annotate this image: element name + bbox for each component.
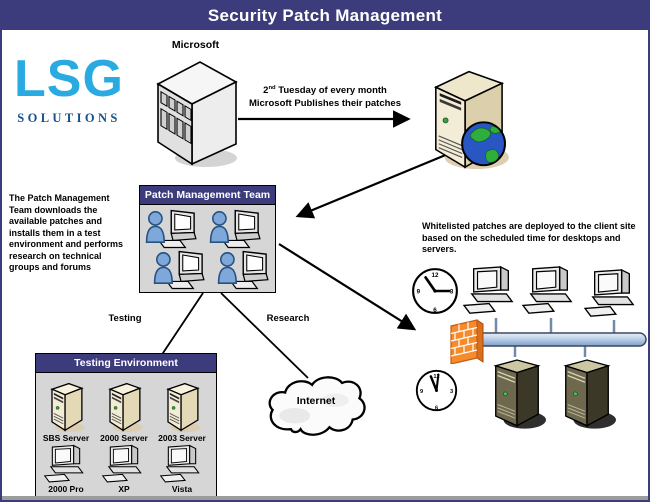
- microsoft-label: Microsoft: [171, 39, 220, 51]
- team-member-icon: [208, 207, 266, 251]
- svg-text:6: 6: [435, 405, 438, 411]
- web-server-icon: [433, 70, 509, 170]
- client-desktop-icon: [583, 268, 641, 320]
- page-bottom-shadow: [2, 496, 648, 500]
- page-title: Security Patch Management: [207, 6, 443, 25]
- svg-text:6: 6: [433, 307, 437, 314]
- publish-note-line2: Microsoft Publishes their patches: [248, 98, 402, 110]
- process-description-note: The Patch Management Team downloads the …: [9, 193, 124, 273]
- patch-management-team-header: Patch Management Team: [140, 186, 275, 205]
- test-workstation-label: XP: [118, 484, 130, 494]
- test-workstation-icon: [43, 444, 89, 485]
- network-bus: [467, 332, 647, 347]
- patch-management-team-box: Patch Management Team: [139, 185, 276, 293]
- test-server-label: 2000 Server: [100, 433, 148, 443]
- publish-note-line1: 2nd Tuesday of every month: [263, 85, 387, 97]
- testing-line: [160, 292, 204, 357]
- svg-text:9: 9: [417, 289, 421, 296]
- test-workstation-icon: [101, 444, 147, 485]
- logo-text: LSG: [14, 50, 124, 108]
- firewall-icon: [450, 319, 484, 364]
- company-logo: LSG SOLUTIONS: [14, 50, 124, 126]
- testing-branch-label: Testing: [108, 313, 142, 324]
- client-desktop-icon: [521, 265, 579, 317]
- test-server-icon: [160, 378, 204, 434]
- deployment-note: Whitelisted patches are deployed to the …: [422, 221, 636, 255]
- test-server-icon: [44, 378, 88, 434]
- svg-text:3: 3: [450, 389, 453, 395]
- test-workstation-icon: [159, 444, 205, 485]
- internet-label: Internet: [296, 395, 336, 407]
- server-schedule-clock-icon: 12 3 6 9: [415, 369, 458, 411]
- title-bar: Security Patch Management: [2, 2, 648, 30]
- testing-environment-header: Testing Environment: [36, 354, 216, 373]
- svg-text:3: 3: [450, 289, 454, 296]
- test-workstation-label: Vista: [171, 484, 193, 494]
- client-server-icon: [488, 350, 546, 430]
- publish-note: 2nd Tuesday of every month Microsoft Pub…: [225, 84, 425, 111]
- client-server-icon: [558, 350, 616, 430]
- desktop-schedule-clock-icon: 12 3 6 9: [412, 268, 458, 314]
- testing-environment-box: Testing Environment SBS Server 2000 Serv…: [35, 353, 217, 497]
- research-branch-label: Research: [266, 313, 310, 324]
- team-member-icon: [216, 248, 274, 292]
- test-server-icon: [102, 378, 146, 434]
- logo-subtitle: SOLUTIONS: [17, 110, 121, 125]
- team-member-icon: [152, 248, 210, 292]
- team-member-icon: [144, 207, 202, 251]
- office-building-icon: [156, 61, 238, 167]
- svg-text:12: 12: [433, 374, 439, 380]
- research-line: [220, 292, 309, 379]
- client-desktop-icon: [462, 265, 520, 317]
- test-workstation-label: 2000 Pro: [48, 484, 84, 494]
- svg-text:12: 12: [432, 272, 439, 279]
- test-server-label: 2003 Server: [158, 433, 206, 443]
- test-server-label: SBS Server: [42, 433, 90, 443]
- svg-text:9: 9: [420, 389, 423, 395]
- internet-cloud-icon: [268, 376, 366, 436]
